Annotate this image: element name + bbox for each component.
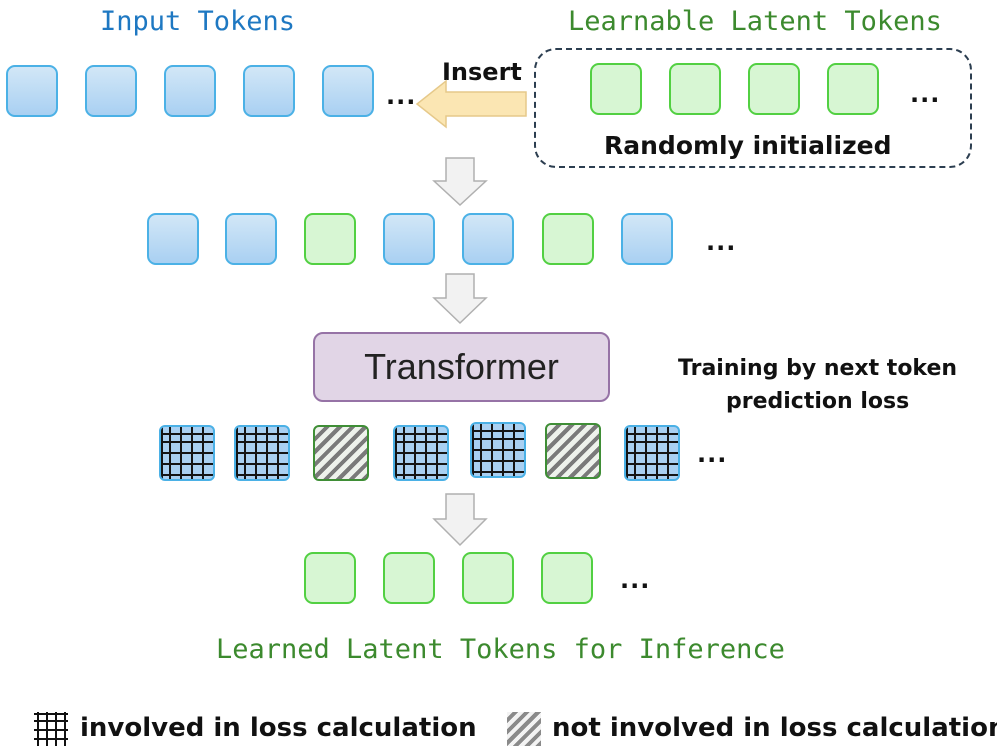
- input-token: [462, 213, 514, 265]
- combined-row-ellipsis: ...: [706, 228, 737, 256]
- learnable-latent-tokens-title: Learnable Latent Tokens: [568, 6, 942, 37]
- latent-token: [827, 63, 879, 115]
- loss-token: [234, 425, 290, 481]
- input-token: [6, 65, 58, 117]
- insert-arrow: [415, 79, 527, 129]
- input-token: [322, 65, 374, 117]
- learned-latent-tokens-title: Learned Latent Tokens for Inference: [216, 634, 785, 665]
- latent-token: [542, 213, 594, 265]
- legend-not-involved-label: not involved in loss calculation: [552, 713, 997, 743]
- latent-token: [383, 552, 435, 604]
- legend-involved-label: involved in loss calculation: [80, 713, 477, 743]
- latent-token: [541, 552, 593, 604]
- learnable-latent-token-group: [534, 48, 972, 168]
- input-token: [147, 213, 199, 265]
- down-arrow-3: [432, 493, 488, 547]
- training-note-line-1: Training by next token: [678, 356, 958, 381]
- transformer-label: Transformer: [364, 346, 559, 387]
- learned-row-ellipsis: ...: [620, 566, 651, 594]
- transformer-block: Transformer: [313, 332, 610, 402]
- latent-token: [748, 63, 800, 115]
- input-row-ellipsis: ...: [386, 82, 417, 110]
- loss-token: [470, 422, 526, 478]
- randomly-initialized-label: Randomly initialized: [604, 131, 892, 160]
- loss-token: [393, 425, 449, 481]
- input-token: [383, 213, 435, 265]
- no-loss-token: [313, 425, 369, 481]
- latent-token: [304, 552, 356, 604]
- input-token: [164, 65, 216, 117]
- training-note-line-2: prediction loss: [726, 389, 910, 414]
- grid-pattern-icon: [34, 712, 68, 746]
- input-token: [225, 213, 277, 265]
- input-tokens-title: Input Tokens: [100, 6, 296, 37]
- output-row-ellipsis: ...: [697, 440, 728, 468]
- hatch-pattern-icon: [507, 712, 541, 746]
- loss-token: [159, 425, 215, 481]
- down-arrow-1: [432, 157, 488, 207]
- input-token: [621, 213, 673, 265]
- loss-token: [624, 425, 680, 481]
- input-token: [85, 65, 137, 117]
- insert-label: Insert: [442, 58, 522, 86]
- latent-token: [462, 552, 514, 604]
- down-arrow-2: [432, 273, 488, 325]
- latent-token: [669, 63, 721, 115]
- no-loss-token: [545, 423, 601, 479]
- latent-token: [590, 63, 642, 115]
- input-token: [243, 65, 295, 117]
- latent-row-ellipsis: ...: [910, 80, 941, 108]
- latent-token: [304, 213, 356, 265]
